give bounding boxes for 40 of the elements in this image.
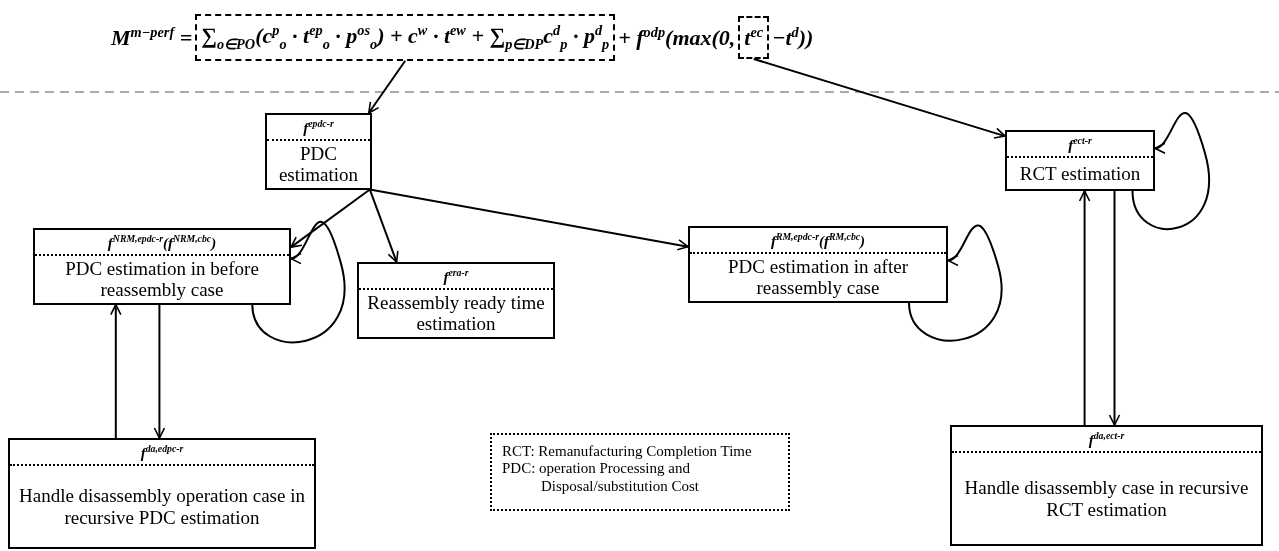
function-box [688,226,948,303]
function-description: Reassembly ready time estimation [366,291,546,337]
function-description: Handle disassembly operation case in recursive PDC estimation [18,484,306,530]
function-description: PDC estimation [277,142,360,188]
arrow [1078,190,1091,426]
formula-text: −t$^{d}$)) [771,23,815,51]
function-box [950,425,1263,546]
function-description: PDC estimation in before reassembly case [64,257,260,303]
function-box [357,262,555,339]
function-box [8,438,316,549]
function-box [265,113,372,190]
function-description: RCT estimation [1018,161,1142,186]
function-name: f$^{epdc-r}$ [267,115,370,141]
function-box [1005,130,1155,191]
formula-text: + f$^{odp}$(max(0, [617,23,737,51]
self-loop-arrow [1131,112,1210,230]
arrow [1108,190,1121,426]
function-name: f$^{ect-r}$ [1007,132,1153,158]
formula-term-box: t$^{ec}$ [738,15,770,59]
function-box [33,228,291,305]
function-name: f$^{da,edpc-r}$ [10,440,314,466]
abbreviation-text: RCT: Remanufacturing Completion Time [502,443,753,461]
self-loop-arrow [251,220,346,344]
arrow [153,303,166,439]
function-description: PDC estimation in after reassembly case [727,255,909,301]
arrow [368,188,689,251]
function-name: f$^{RM,epdc-r}$(f$^{RM,cbc}$) [690,228,946,254]
formula-text: M$^{m−perf}$ = [109,23,194,51]
abbreviation-text: PDC: operation Processing and Disposal/substitution Cost [502,460,700,495]
self-loop-arrow [908,224,1003,342]
function-name: f$^{da,ect-r}$ [952,427,1261,453]
arrow [752,58,1006,139]
arrow [367,59,407,114]
function-name: f$^{era-r}$ [359,264,553,290]
arrow [110,303,122,439]
function-name: f$^{NRM,epdc-r}$(f$^{NRM,cbc}$) [35,230,289,256]
arrow [290,188,371,249]
abbreviation-note [490,433,790,511]
function-description: Handle disassembly case in recursive RCT estimation [963,476,1250,522]
arrow [368,188,399,263]
